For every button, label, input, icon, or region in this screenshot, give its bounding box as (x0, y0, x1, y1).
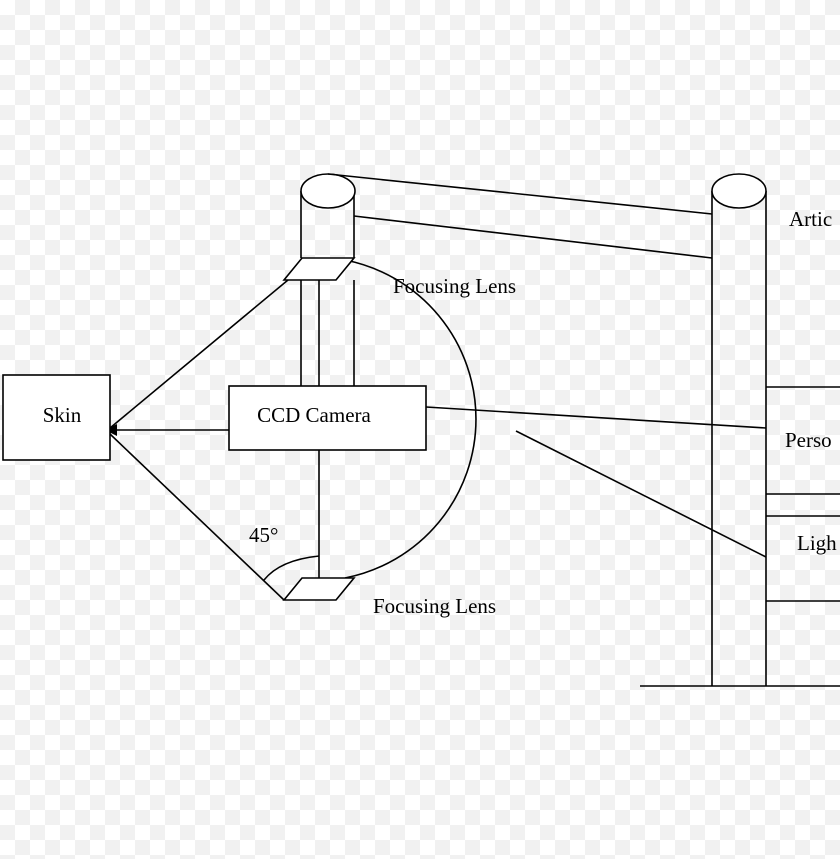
angle-label: 45° (249, 523, 278, 547)
angle-arc (263, 555, 320, 581)
skin-label: Skin (43, 403, 82, 427)
light-source-label: Ligh (797, 531, 837, 555)
lens-arc (344, 259, 477, 579)
top-focusing-lens (282, 257, 356, 281)
ccd-camera-label: CCD Camera (257, 403, 371, 427)
bottom-focusing-lens (282, 577, 356, 601)
ccd-camera-box: CCD Camera (228, 385, 427, 451)
cables (425, 406, 767, 558)
bottom-focusing-lens-label: Focusing Lens (373, 594, 496, 618)
articulated-arm-label: Artic (789, 207, 832, 231)
right-boxes (766, 386, 840, 602)
light-rays (105, 279, 289, 601)
left-pillar (300, 173, 356, 580)
skin-box: Skin (2, 374, 111, 461)
right-pillar (640, 173, 840, 687)
personal-computer-label: Perso (785, 428, 832, 452)
articulated-arm (327, 173, 713, 259)
top-focusing-lens-label: Focusing Lens (393, 274, 516, 298)
